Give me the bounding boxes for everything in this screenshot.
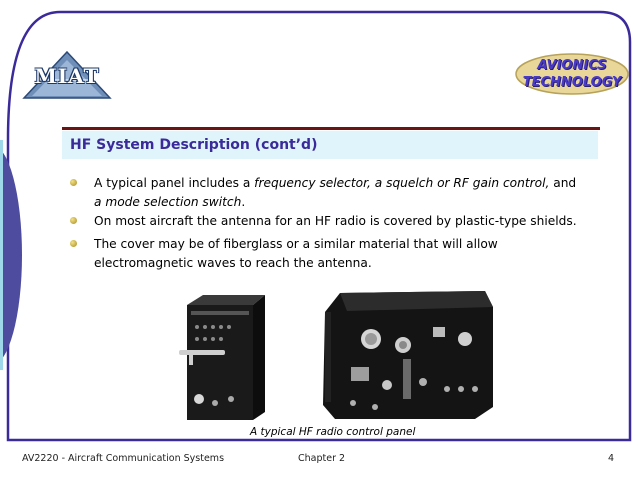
side-band [0,148,22,362]
hf-radio-photo [179,291,493,420]
avionics-technology-badge: AVIONICS TECHNOLOGY [514,52,630,96]
bullet-1: A typical panel includes a frequency sel… [94,174,604,212]
footer-chapter: Chapter 2 [298,453,346,464]
bullet-icon [70,240,77,247]
miat-logo: MIAT [22,50,112,100]
bullet-1-text-a: A typical panel includes a [94,176,255,190]
bullet-1-emphasis-a: frequency selector, a squelch or RF gain… [254,176,550,190]
logo-text: MIAT [34,64,100,88]
badge-line-1: AVIONICS [537,58,607,73]
badge-oval-icon [515,53,629,95]
title-bar [62,131,598,159]
logo-triangle-icon [22,50,112,99]
bullet-icon [70,217,77,224]
slide-title: HF System Description (cont’d) [70,137,318,153]
bullet-2: On most aircraft the antenna for an HF r… [94,214,577,228]
title-rule [62,127,600,130]
badge-line-2: TECHNOLOGY [522,75,622,90]
bullet-1-emphasis-b: a mode selection switch [94,195,242,209]
bullet-1-text-c: . [241,195,246,209]
bullet-3-line-2: electromagnetic waves to reach the anten… [94,256,372,270]
bullet-1-text-b: and [549,176,577,190]
footer-course: AV2220 - Aircraft Communication Systems [22,453,225,464]
bullet-3-line-1: The cover may be of fiberglass or a simi… [94,237,498,251]
footer-page-number: 4 [608,453,615,464]
bullet-3: The cover may be of fiberglass or a simi… [94,235,604,273]
bullet-icon [70,179,77,186]
photo-caption: A typical HF radio control panel [250,426,416,438]
